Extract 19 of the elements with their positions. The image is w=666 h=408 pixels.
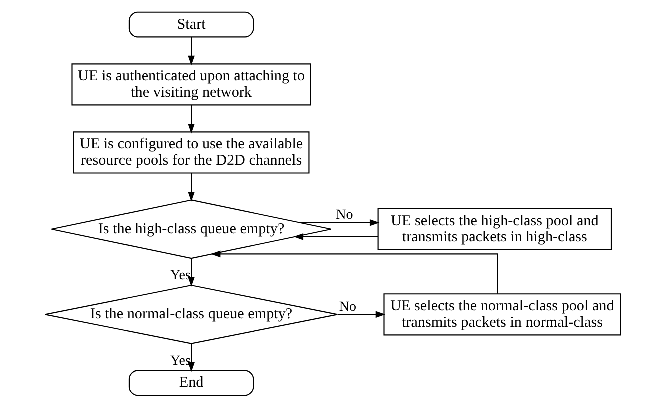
- node-box: UE selects the high-class pool and transmits packets in high-class: [378, 208, 612, 250]
- node-box: Start: [128, 12, 254, 38]
- node-diamond: Is the normal-class queue empty?: [44, 284, 338, 344]
- node-box: End: [128, 370, 254, 396]
- arrow: [188, 105, 195, 134]
- arrow: [188, 344, 195, 372]
- edge-label: No: [339, 298, 357, 315]
- arrow: [188, 258, 195, 287]
- node-box: UE is authenticated upon attaching to the visiting network: [72, 64, 312, 106]
- edge-label: Yes: [170, 267, 191, 284]
- node-box: UE is configured to use the available resource pools for the D2D channels: [73, 132, 310, 174]
- arrow: [338, 311, 386, 318]
- arrow: [300, 219, 380, 226]
- arrow: [188, 38, 195, 66]
- arrow: [294, 234, 378, 240]
- edge-label: No: [336, 207, 354, 224]
- node-box: UE selects the normal-class pool and transmits packets in normal-class: [384, 294, 622, 336]
- arrow: [210, 250, 498, 294]
- arrow: [188, 173, 195, 202]
